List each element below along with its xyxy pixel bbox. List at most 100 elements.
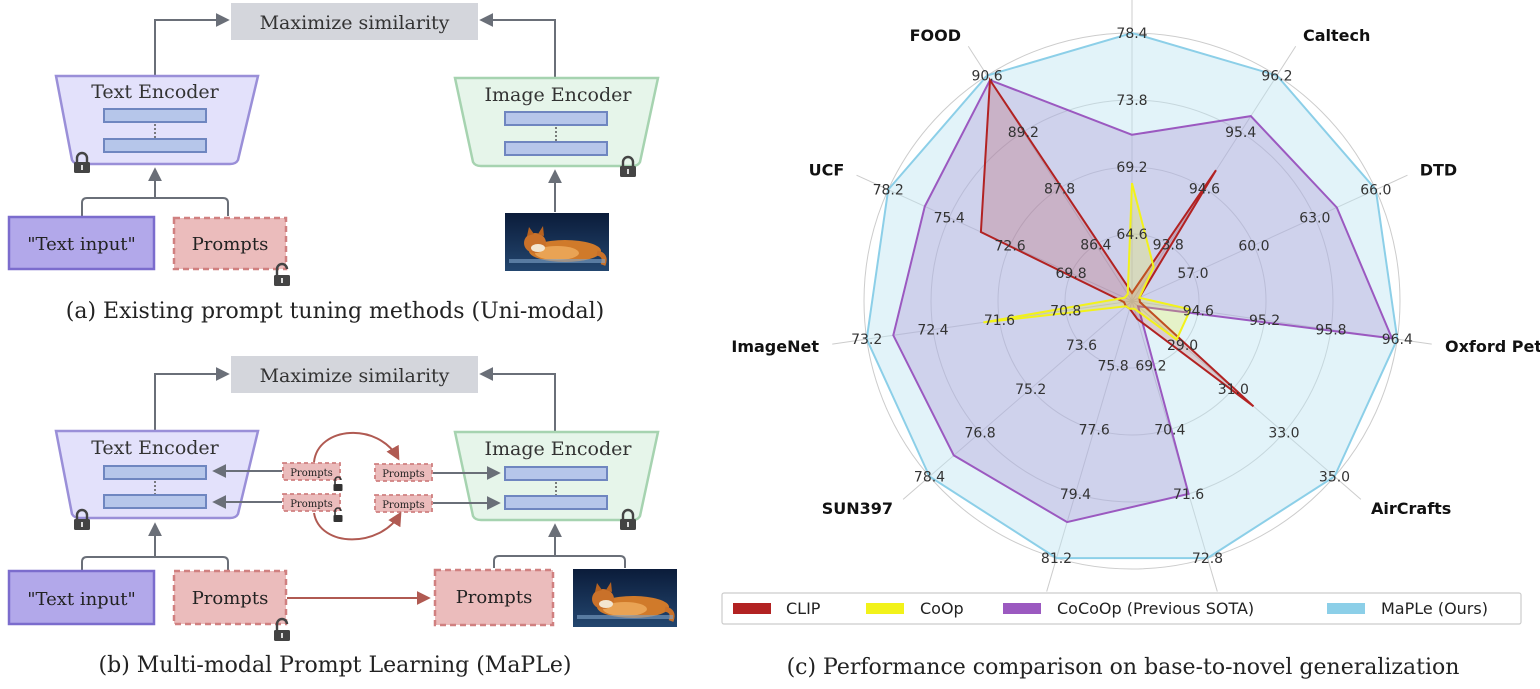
tick-label: 72.8 (1192, 551, 1223, 567)
image-encoder-label-b: Image Encoder (485, 438, 633, 460)
panel-a: Maximize similarity Text Encoder Image E… (7, 3, 660, 324)
axis-label: Oxford Pets (1445, 337, 1540, 356)
tick-label: 66.0 (1360, 183, 1391, 199)
image-encoder-label-a: Image Encoder (485, 84, 633, 106)
tick-label: 64.6 (1116, 227, 1147, 243)
arrow-image-to-similarity-a (479, 13, 556, 78)
axis-label: DTD (1420, 161, 1457, 180)
tick-label: 57.0 (1177, 266, 1208, 282)
tick-label: 89.2 (1008, 125, 1039, 141)
tick-label: 69.8 (1056, 266, 1087, 282)
tick-label: 75.8 (1098, 358, 1129, 374)
tick-label: 78.2 (873, 183, 904, 199)
tick-label: 70.8 (1050, 304, 1081, 320)
series-cocoop (892, 78, 1394, 524)
tick-label: 95.2 (1249, 313, 1280, 329)
tick-label: 75.4 (934, 211, 965, 227)
similarity-box-b: Maximize similarity (231, 356, 478, 393)
tick-label: 31.0 (1218, 382, 1249, 398)
encoder-layer (504, 495, 608, 510)
tick-label: 94.6 (1183, 304, 1214, 320)
text-encoder-label-b: Text Encoder (91, 437, 219, 459)
axis-label: FOOD (910, 26, 961, 45)
radar-chart: 64.669.273.878.493.894.695.496.257.060.0… (731, 0, 1540, 614)
tick-label: 60.0 (1238, 238, 1269, 254)
series-coop (983, 182, 1192, 342)
grid-spoke (1046, 300, 1133, 592)
tick-label: 95.4 (1225, 125, 1256, 141)
small-prompts-text-2: Prompts (282, 493, 341, 512)
cat-image (573, 569, 677, 627)
coupling-arrow-bottom (313, 511, 402, 541)
tick-label: 71.6 (984, 313, 1015, 329)
series-maple (865, 31, 1399, 560)
tick-label: 33.0 (1268, 426, 1299, 442)
legend-swatch-maple (1327, 603, 1365, 614)
tick-label: 78.4 (1116, 26, 1147, 42)
axis-label: Caltech (1303, 26, 1370, 45)
encoder-layer (103, 138, 207, 153)
tick-label: 75.2 (1015, 382, 1046, 398)
encoder-layer (103, 494, 207, 509)
svg-text:Prompts: Prompts (382, 469, 425, 480)
chart-legend: CLIP CoOp CoCoOp (Previous SOTA) MaPLe (… (721, 592, 1522, 625)
tick-label: 87.8 (1044, 181, 1075, 197)
tick-label: 90.6 (972, 69, 1003, 85)
tick-label: 78.4 (914, 470, 945, 486)
similarity-label-b: Maximize similarity (260, 365, 450, 387)
svg-text:Prompts: Prompts (290, 468, 333, 479)
similarity-box-a: Maximize similarity (231, 3, 478, 40)
tick-label: 79.4 (1060, 487, 1091, 503)
tick-label: 63.0 (1299, 211, 1330, 227)
tick-label: 76.8 (965, 426, 996, 442)
tick-label: 29.0 (1167, 338, 1198, 354)
arrow-text-to-similarity-a (154, 13, 230, 75)
caption-a: (a) Existing prompt tuning methods (Uni-… (66, 299, 604, 324)
series-clip (979, 77, 1255, 408)
tick-label: 69.2 (1116, 160, 1147, 176)
prompts-label-a: Prompts (192, 234, 269, 255)
tick-label: 94.6 (1189, 181, 1220, 197)
prompts-box-a: Prompts (172, 216, 288, 271)
tick-label: 95.8 (1315, 323, 1346, 339)
panel-b: Maximize similarity Text Encoder Image E… (7, 356, 677, 678)
legend-swatch-coop (866, 603, 904, 614)
text-encoder-b: Text Encoder (54, 429, 260, 520)
legend-swatch-clip (733, 603, 771, 614)
encoder-layer (504, 111, 608, 126)
image-prompts-label-b: Prompts (456, 587, 533, 608)
tick-label: 72.6 (995, 238, 1026, 254)
image-prompts-box-b: Prompts (433, 568, 555, 627)
axis-label: UCF (809, 161, 845, 180)
image-encoder-a: Image Encoder (453, 76, 660, 168)
svg-text:Prompts: Prompts (290, 499, 333, 510)
legend-label-maple: MaPLe (Ours) (1381, 599, 1488, 618)
text-input-box-b: "Text input" (7, 569, 156, 626)
tick-label: 96.2 (1261, 69, 1292, 85)
tick-label: 72.4 (917, 323, 948, 339)
tick-label: 93.8 (1153, 238, 1184, 254)
grid-spoke (832, 300, 1133, 345)
caption-c: (c) Performance comparison on base-to-no… (787, 655, 1460, 680)
text-input-box-a: "Text input" (7, 215, 156, 271)
prompts-label-b: Prompts (192, 588, 269, 609)
grid-spoke (1131, 300, 1218, 592)
small-prompts-image-1: Prompts (374, 463, 433, 482)
tick-label: 81.2 (1041, 551, 1072, 567)
prompts-box-b: Prompts (172, 569, 288, 626)
tick-label: 86.4 (1080, 238, 1111, 254)
grid-spoke (902, 300, 1133, 500)
tick-label: 70.4 (1154, 423, 1185, 439)
caption-b: (b) Multi-modal Prompt Learning (MaPLe) (99, 653, 572, 678)
image-encoder-b: Image Encoder (453, 430, 660, 522)
encoder-layer (504, 466, 608, 481)
tick-label: 35.0 (1319, 470, 1350, 486)
text-input-label-a: "Text input" (27, 234, 136, 255)
axis-label: ImageNet (731, 337, 819, 356)
legend-label-clip: CLIP (786, 599, 821, 618)
legend-swatch-cocoop (1003, 603, 1041, 614)
tick-label: 73.6 (1066, 338, 1097, 354)
axis-label: SUN397 (822, 499, 893, 518)
tick-label: 73.2 (851, 332, 882, 348)
